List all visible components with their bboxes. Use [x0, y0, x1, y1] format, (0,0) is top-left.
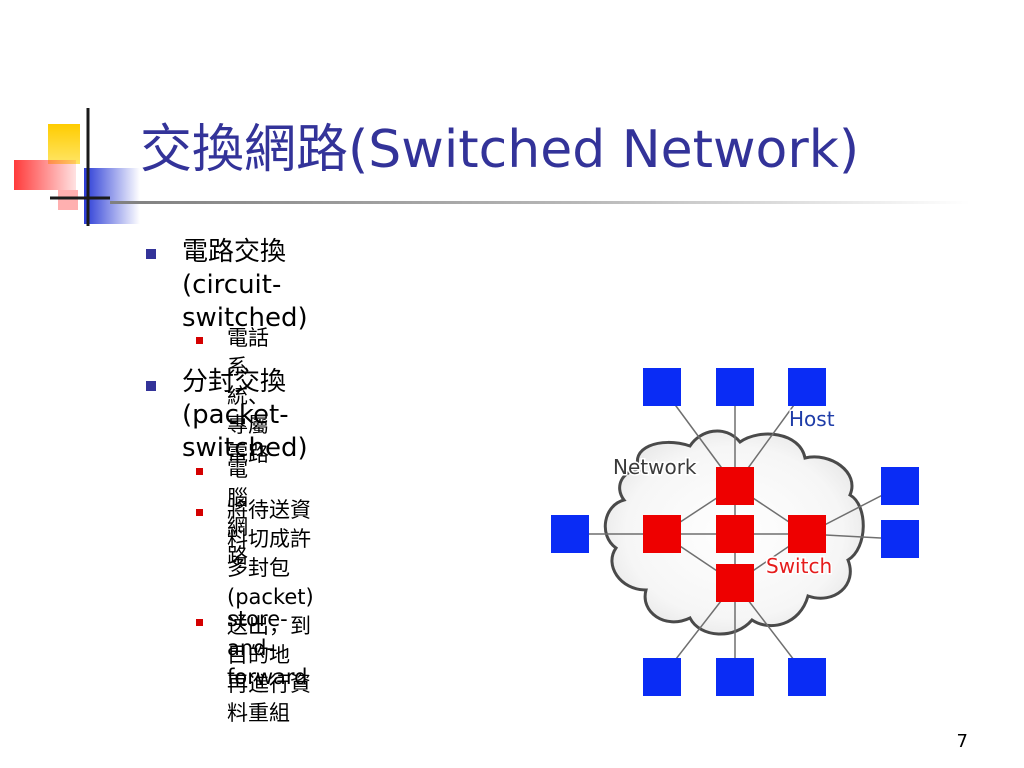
sub-bullet-marker-icon — [196, 619, 203, 626]
host-label: Host — [789, 407, 835, 431]
bullet-line: 電路交換 (circuit- — [182, 237, 287, 300]
switch-label: Switch — [766, 554, 832, 578]
deco-red-block — [14, 160, 76, 190]
host-node — [716, 658, 754, 696]
switch-node — [788, 515, 826, 553]
deco-blue-block — [84, 168, 140, 224]
sub-bullet-telephone: 電話系統、專屬電路 — [227, 326, 269, 466]
host-node — [881, 520, 919, 558]
network-diagram: Host Network Switch — [551, 368, 919, 696]
bullet-line: 將待送資料切成許多封包 — [227, 498, 311, 580]
bullet-marker-icon — [146, 249, 156, 259]
slide-title: 交換網路(Switched Network) — [140, 120, 860, 180]
page-number: 7 — [956, 731, 968, 752]
switch-node — [716, 467, 754, 505]
sub-bullet-marker-icon — [196, 337, 203, 344]
bullet-line: 分封交換 (packet- — [182, 367, 289, 430]
sub-bullet-marker-icon — [196, 509, 203, 516]
title-underline — [110, 201, 970, 204]
sub-bullet-marker-icon — [196, 468, 203, 475]
bullet-line: switched) — [182, 433, 308, 463]
host-node — [551, 515, 589, 553]
sub-bullet-packetize: 將待送資料切成許多封包 (packet)送出，到目的地 再進行資料重組 — [227, 496, 314, 728]
bullet-line: 再進行資料重組 — [227, 672, 311, 725]
bullet-marker-icon — [146, 381, 156, 391]
host-node — [788, 368, 826, 406]
switch-node — [716, 515, 754, 553]
host-node — [716, 368, 754, 406]
bullet-line: (packet)送出，到目的地 — [227, 585, 314, 667]
host-node — [643, 368, 681, 406]
corner-decoration-icon — [14, 108, 140, 226]
sub-bullet-computer-network: 電腦網路 — [227, 457, 248, 568]
network-label: Network — [613, 455, 697, 479]
deco-red-shadow — [58, 190, 78, 210]
host-nodes — [551, 368, 919, 696]
host-node — [788, 658, 826, 696]
switch-nodes — [643, 467, 826, 602]
deco-yellow-block — [48, 124, 80, 164]
title-chinese: 交換網路 — [140, 120, 349, 180]
host-node — [643, 658, 681, 696]
switch-node — [716, 564, 754, 602]
sub-bullet-store-and-forward: store-and-forward — [227, 607, 308, 689]
bullet-line: switched) — [182, 303, 308, 333]
bullet-packet-switched: 分封交換 (packet- switched) — [182, 366, 308, 465]
switch-node — [643, 515, 681, 553]
host-node — [881, 467, 919, 505]
title-english: (Switched Network) — [348, 120, 860, 180]
bullet-circuit-switched: 電路交換 (circuit- switched) — [182, 236, 308, 335]
